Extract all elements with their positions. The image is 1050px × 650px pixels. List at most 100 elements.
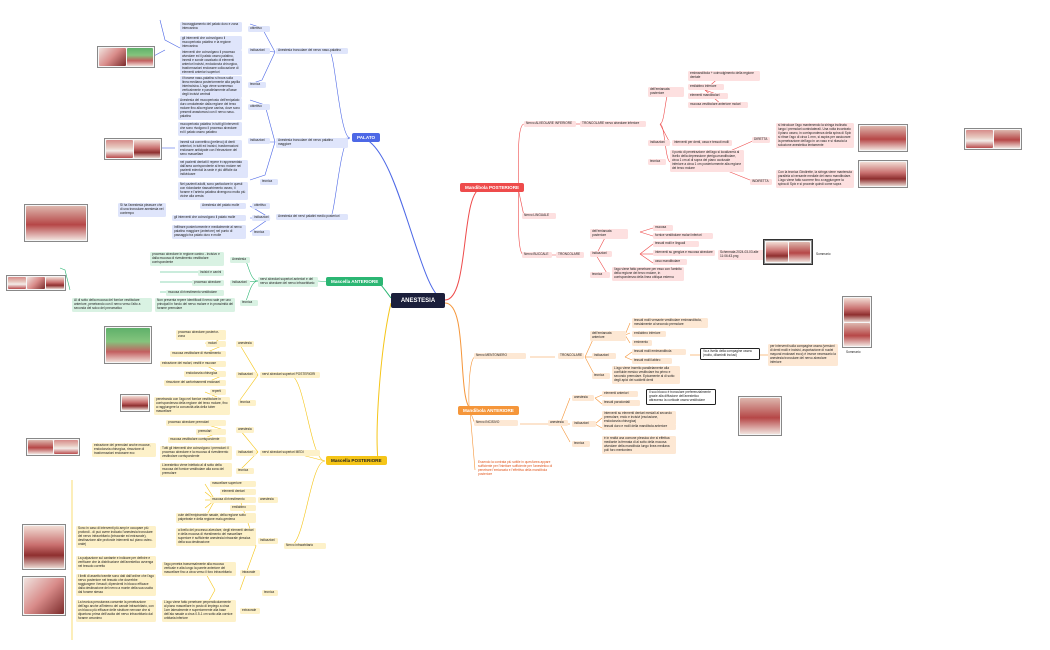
incisivo-box: Il suo blocco è tronculare preferenzialm… <box>646 389 716 405</box>
palato-photo-3 <box>24 204 88 242</box>
mentoniero-ind-item-1: tessuti molli labbro <box>632 358 672 364</box>
nai-indiretta-label: INDIRETTA <box>750 179 772 185</box>
palatini-medi-indicazioni-text: gli interventi che coinvolgono il palato… <box>172 215 246 221</box>
buccale-ind-item-1: interventi su gengiva e mucosa alveolare <box>653 250 715 256</box>
infra-note-3: I limiti di assetto tramite sono dati da… <box>76 574 156 596</box>
palatini-medi-obiettivo-label: obiettivo <box>252 203 270 209</box>
mentoniero-item-0: tessuti molli versante vestibolare emima… <box>632 318 708 328</box>
branch-mascella-posteriore[interactable]: Mascella POSTERIORE <box>326 456 387 465</box>
nai-item-1: emilabbro inferiore <box>688 84 724 90</box>
mxa-ind-item-2: mucosa di rivestimento vestibolare <box>166 290 224 296</box>
branch-mandibola-anteriore[interactable]: Mandibola ANTERIORE <box>458 406 519 415</box>
nai-title: Nervo ALVEOLARE INFERIORE <box>524 121 576 127</box>
incisivo-indicazioni-label: indicazioni <box>572 421 596 427</box>
nasm-tecnica-label: tecnica <box>236 468 254 474</box>
palatino-maggiore-obiettivo-text: Anestesia del mucoperiosto dell'emipalat… <box>178 98 242 120</box>
mxa-photo-note: Al di sotto della mucosa del fornice ves… <box>72 298 152 312</box>
infra-note-4: La tecnica percutanea consente la penetr… <box>76 600 156 622</box>
buccale-tecnica-text: l'ago viene fatto penetrare per esso con… <box>612 267 684 281</box>
incisivo-anestesia2-label: anestesia <box>572 395 594 401</box>
nai-tecnica-text: il punto di penetrazione dell'ago si loc… <box>670 150 744 172</box>
infra-item-0: mascellare superiore <box>210 481 256 487</box>
buccale-ind-item-0: tessuti molli e linguali <box>653 241 699 247</box>
buccale-anestesia-label: dell'emiarcata posteriore <box>590 229 628 239</box>
nai-item-0: emimandibola + coinvolgimento della regi… <box>688 71 760 81</box>
palatino-maggiore-tecnica-text2: Nei pazienti adulti, sono particolare in… <box>178 182 248 200</box>
nasps-ind-item-0: estrazione dei molari, vestiti e mucose <box>160 361 226 367</box>
nasps-tecnica-item-0: reperti <box>210 389 226 395</box>
mxa-anestesia-text: processo alveolare in regione canino - i… <box>150 252 224 266</box>
nai-item-2: elementi mandibolari <box>688 93 728 99</box>
nasps-ind-item-2: rimozione del carfortnamenti endossei <box>164 380 226 386</box>
mentoniero-side-text: per interventi sulla compagine ossea (ve… <box>768 344 838 366</box>
nasopalatino-obiettivo-label: obiettivo <box>248 26 270 32</box>
branch-mandibola-posteriore[interactable]: Mandibola POSTERIORE <box>460 183 525 192</box>
palatino-maggiore-indicazioni-label: indicazioni <box>248 138 270 144</box>
nai-item-3: mucosa vestibolare anteriore molari <box>688 102 748 108</box>
nasps-tecnica-label: tecnica <box>238 400 256 406</box>
nasps-item-2: mucosa vestibolare di rivestimento <box>170 351 226 357</box>
nai-photo-summary <box>964 128 1022 150</box>
incisivo-photo <box>738 396 782 436</box>
mxa-indicazioni-label: indicazioni <box>230 280 250 286</box>
infra-tecnica-label: tecnica <box>262 590 278 596</box>
nasps-indicazioni-label: indicazioni <box>236 372 256 378</box>
nasopalatino-indicazioni-text: gli interventi che coinvolgono il mucope… <box>180 36 242 50</box>
mxa-tecnica-label: tecnica <box>240 300 258 306</box>
palatino-maggiore-indicazioni-text2: innesti sul connettivo (prelievo) di den… <box>178 140 242 158</box>
infra-ind-text: a livello del processo alveolare, degli … <box>176 528 256 546</box>
infra-item-4: cute dell'emipiramide nasale, della regi… <box>176 513 256 523</box>
palatini-medi-indicazioni-label: indicazioni <box>252 215 270 221</box>
incisivo-tecnica-text: è in realtà una comune plessica che si e… <box>602 436 676 454</box>
palatini-medi-tecnica-label: tecnica <box>252 230 270 236</box>
nasm-photo <box>26 438 80 456</box>
incisivo-item-0: elementi anteriori <box>602 391 638 397</box>
nasm-item-0: processo alveolare premolari <box>166 420 226 426</box>
nasopalatino-tecnica-text: il forame naso-palatino si trova sulla l… <box>180 76 242 98</box>
buccale-photo <box>763 239 813 265</box>
nai-anestesia-label: dell'emiarcata posteriore <box>648 87 684 97</box>
nasopalatino-indicazioni-text2: interventi che coinvolgano il processo a… <box>180 50 242 76</box>
palatino-maggiore-tecnica-text: nei pazienti dentati il repere è rappres… <box>178 160 248 178</box>
mentoniero-anestesia-label: dell'emiarcata anteriore <box>590 331 626 341</box>
nasps-item-1: molari <box>206 341 226 347</box>
mentoniero-photo-caption: Sommario <box>846 350 861 354</box>
branch-palato[interactable]: PALATO <box>352 133 381 142</box>
nasopalatino-indicazioni-label: indicazioni <box>248 48 270 54</box>
mentoniero-title: Nervo MENTONIERO <box>474 353 526 359</box>
nasm-ind-text: Tutti gli interventi che coinvolgono i p… <box>160 446 232 460</box>
branch-mascella-anteriore[interactable]: Mascella ANTERIORE <box>326 277 384 286</box>
buccale-tronculare: TRONCOLARE <box>556 252 584 258</box>
mentoniero-photo <box>842 296 872 348</box>
palatini-medi-tecnica-text: Infiltrare posteriormente e medialmente … <box>172 225 246 239</box>
nasm-item-1: premolari <box>196 429 226 435</box>
infra-extraorale-label: extraorale <box>240 608 260 614</box>
buccale-timestamp: Schermata 2024-03-03 alle 11:06:43.png <box>718 250 770 260</box>
palatino-maggiore-indicazioni-text: mucoperiosto palatino in tutti gli inter… <box>178 122 242 136</box>
infra-note-1: Sono in caso di interventi più ampi e oc… <box>76 526 156 548</box>
infra-extraorale-text: L'ago viene fatto penetrare perpendicola… <box>162 600 236 622</box>
palatini-medi-title: Anestesia dei nervi palatini medio poste… <box>276 214 348 220</box>
nasps-title: nervi alveolari superiori POSTERIORI <box>260 372 320 378</box>
incisivo-title: Nervo INCISIVO <box>474 420 518 426</box>
mxa-anestesia-label: Anestesia <box>230 257 250 263</box>
buccale-indicazioni-label: indicazioni <box>590 251 612 257</box>
root-node[interactable]: ANESTESIA <box>391 293 445 308</box>
mentoniero-ind-item-0: tessuti molli emimandibola <box>632 349 686 355</box>
palato-photo-1 <box>97 46 155 68</box>
nasps-tecnica-item-1: penetrando con l'ago nel fornice vestibo… <box>154 397 230 415</box>
buccale-ind-item-2: osso mandibolare <box>653 259 687 265</box>
mentoniero-indicazioni-label: indicazioni <box>592 353 616 359</box>
palato-photo-2 <box>104 138 162 160</box>
incisivo-anestesia-label: anestesia <box>548 420 568 426</box>
nai-tecnica-label: tecnica <box>648 159 666 165</box>
incisivo-ind-item-0: interventi su elementi dentari mesiali a… <box>602 411 676 425</box>
nasps-item-0: processo alveolare posterior- zona <box>176 330 226 340</box>
nasopalatino-tecnica-label: tecnica <box>248 82 266 88</box>
nasm-title: nervi alveolari superiori MEDI <box>260 450 320 456</box>
nasps-photo <box>104 326 152 364</box>
palatino-maggiore-obiettivo-label: obiettivo <box>248 104 270 110</box>
buccale-tecnica-label: tecnica <box>590 272 610 278</box>
infraorbitario-title: Nervo infraorbitario <box>284 543 326 549</box>
nai-tronculare: TRONCOLARE nervo alveolare inferiore <box>580 121 646 127</box>
